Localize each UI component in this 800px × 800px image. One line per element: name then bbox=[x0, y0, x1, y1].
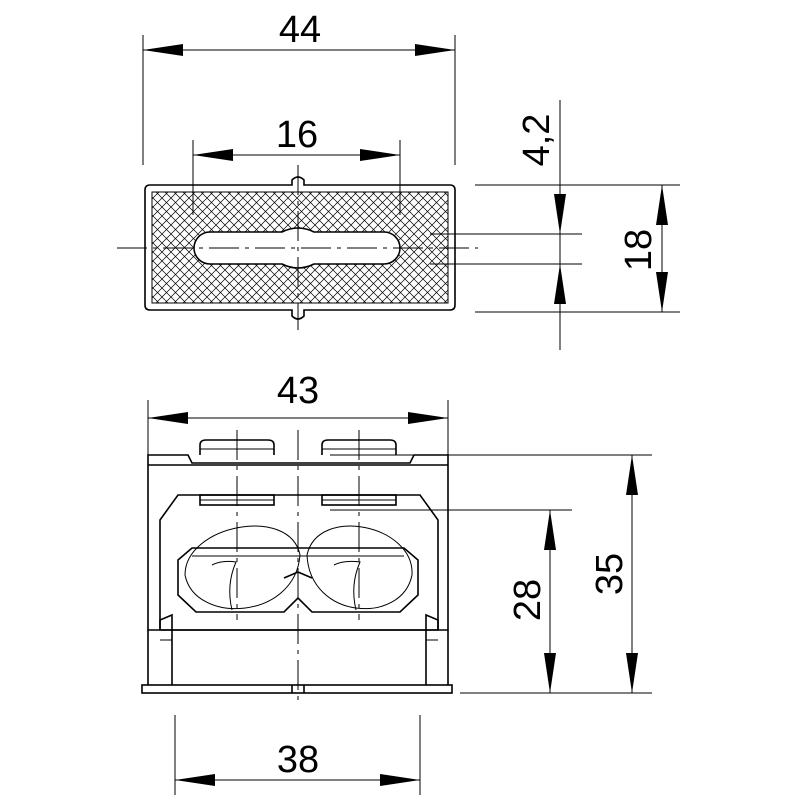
front-left-cable bbox=[184, 525, 301, 610]
front-right-cable bbox=[306, 525, 413, 610]
dim-base-width: 38 bbox=[277, 739, 319, 781]
front-left-step bbox=[159, 613, 173, 630]
dim-top-width: 44 bbox=[279, 9, 321, 51]
top-view-outline bbox=[144, 176, 456, 320]
dim-slot-width: 4,2 bbox=[516, 114, 558, 167]
front-base-notch bbox=[291, 685, 305, 693]
front-left-inner-profile bbox=[211, 560, 237, 611]
front-lower-walls bbox=[147, 630, 449, 685]
front-clamp-jaw bbox=[177, 547, 419, 613]
dim-inner-height: 28 bbox=[507, 579, 549, 621]
top-view bbox=[117, 165, 478, 330]
top-view-slot bbox=[193, 227, 401, 269]
dim-top-height: 18 bbox=[618, 229, 660, 271]
dim-total-height: 35 bbox=[589, 553, 631, 595]
front-right-inner-profile bbox=[333, 560, 361, 611]
dim-front-width: 43 bbox=[277, 370, 319, 412]
front-view bbox=[141, 430, 453, 700]
front-base-plate bbox=[141, 684, 453, 694]
dimension-lines bbox=[142, 35, 680, 795]
dim-slot-length: 16 bbox=[276, 114, 318, 156]
front-right-step bbox=[425, 613, 439, 630]
